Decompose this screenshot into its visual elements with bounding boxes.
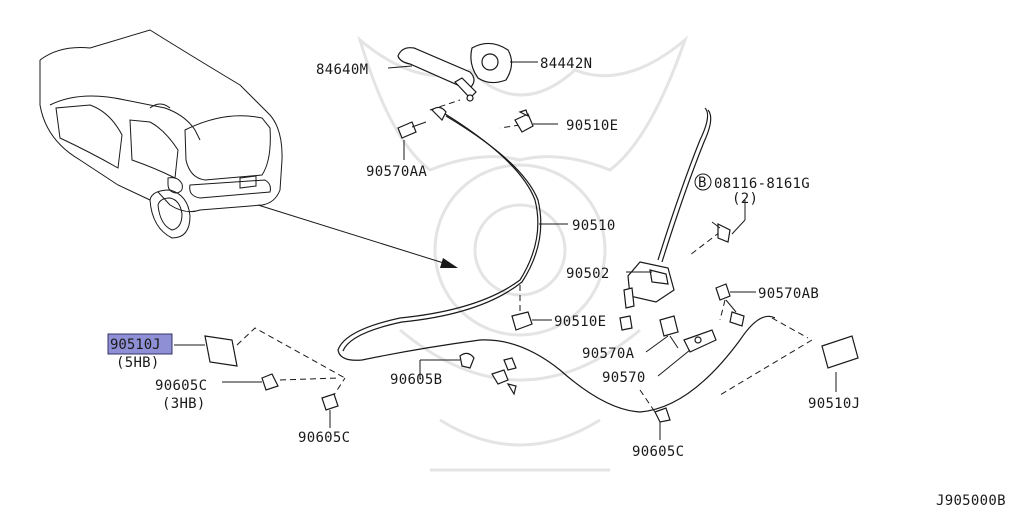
part-08116-bolt	[711, 221, 731, 243]
part-cable-end	[491, 357, 517, 396]
callout-90605B[interactable]: 90605B	[390, 372, 442, 388]
part-90570AB-bolt	[715, 283, 745, 327]
callout-08116[interactable]: 08116-8161G	[714, 176, 810, 192]
dashed-guides	[236, 99, 813, 413]
callout-90510J-left[interactable]: 90510J	[110, 337, 161, 353]
part-84442N-bracket	[470, 42, 513, 84]
callout-90605C-bottom[interactable]: 90605C	[298, 430, 350, 446]
callout-90510[interactable]: 90510	[572, 218, 616, 234]
part-90605C-clip-left	[261, 373, 279, 391]
vehicle-illustration	[39, 29, 283, 239]
callout-90510J-right[interactable]: 90510J	[808, 396, 860, 412]
leader-lines	[174, 61, 837, 440]
part-90605B-grommet	[459, 352, 475, 369]
part-90510E-clip-mid	[511, 311, 533, 331]
callout-90510J-left-note: (5HB)	[116, 355, 160, 371]
callout-90605C-left[interactable]: 90605C	[155, 378, 207, 394]
callout-90570[interactable]: 90570	[602, 370, 646, 386]
part-90570A-striker	[659, 315, 679, 349]
part-90510J-right-cover	[821, 335, 859, 369]
callout-08116-group[interactable]: B 08116-8161G (2)	[694, 173, 810, 207]
part-90605C-clip-right	[654, 407, 671, 423]
release-cable	[337, 107, 776, 413]
part-90510J-left-cover	[204, 335, 238, 367]
callout-90502[interactable]: 90502	[566, 266, 610, 282]
callout-08116-qty: (2)	[732, 191, 758, 207]
callout-90570AB[interactable]: 90570AB	[758, 286, 819, 302]
selected-part-highlight	[107, 333, 173, 355]
callout-84442N[interactable]: 84442N	[540, 56, 592, 72]
part-90510E-clip-top	[514, 109, 534, 133]
callout-90570A[interactable]: 90570A	[582, 346, 635, 362]
bolt-symbol-icon	[694, 173, 712, 191]
part-90605C-clip-bottom	[321, 393, 339, 411]
bolt-symbol-letter: B	[698, 175, 707, 191]
callout-84640M[interactable]: 84640M	[316, 62, 368, 78]
callout-90510E-mid[interactable]: 90510E	[554, 314, 606, 330]
callout-90605C-right[interactable]: 90605C	[632, 444, 684, 460]
pointer-arrow	[257, 204, 458, 268]
diagram-code: J905000B	[936, 493, 1006, 509]
part-90570AA-bolt	[397, 106, 447, 139]
watermark-emblem	[357, 35, 689, 472]
callout-90570AA[interactable]: 90570AA	[366, 164, 427, 180]
part-84640M-handle	[397, 47, 477, 102]
callout-90605C-left-note: (3HB)	[162, 396, 206, 412]
callout-90510E-top[interactable]: 90510E	[566, 118, 618, 134]
part-90570-bracket	[683, 329, 717, 353]
